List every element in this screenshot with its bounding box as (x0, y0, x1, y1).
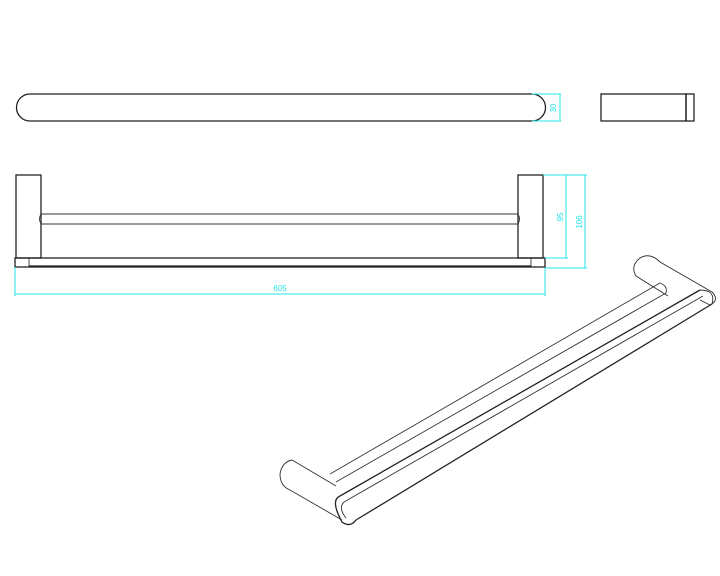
isometric-view (279, 255, 716, 526)
side-view (600, 93, 695, 122)
length-dimension: 605 (273, 284, 287, 293)
top-view: 30 (15, 93, 561, 122)
total-height-dimension: 106 (575, 215, 584, 229)
depth-dimension: 30 (549, 103, 558, 112)
front-view: 95 106 605 (14, 174, 587, 296)
bar-height-dimension: 95 (556, 212, 565, 221)
